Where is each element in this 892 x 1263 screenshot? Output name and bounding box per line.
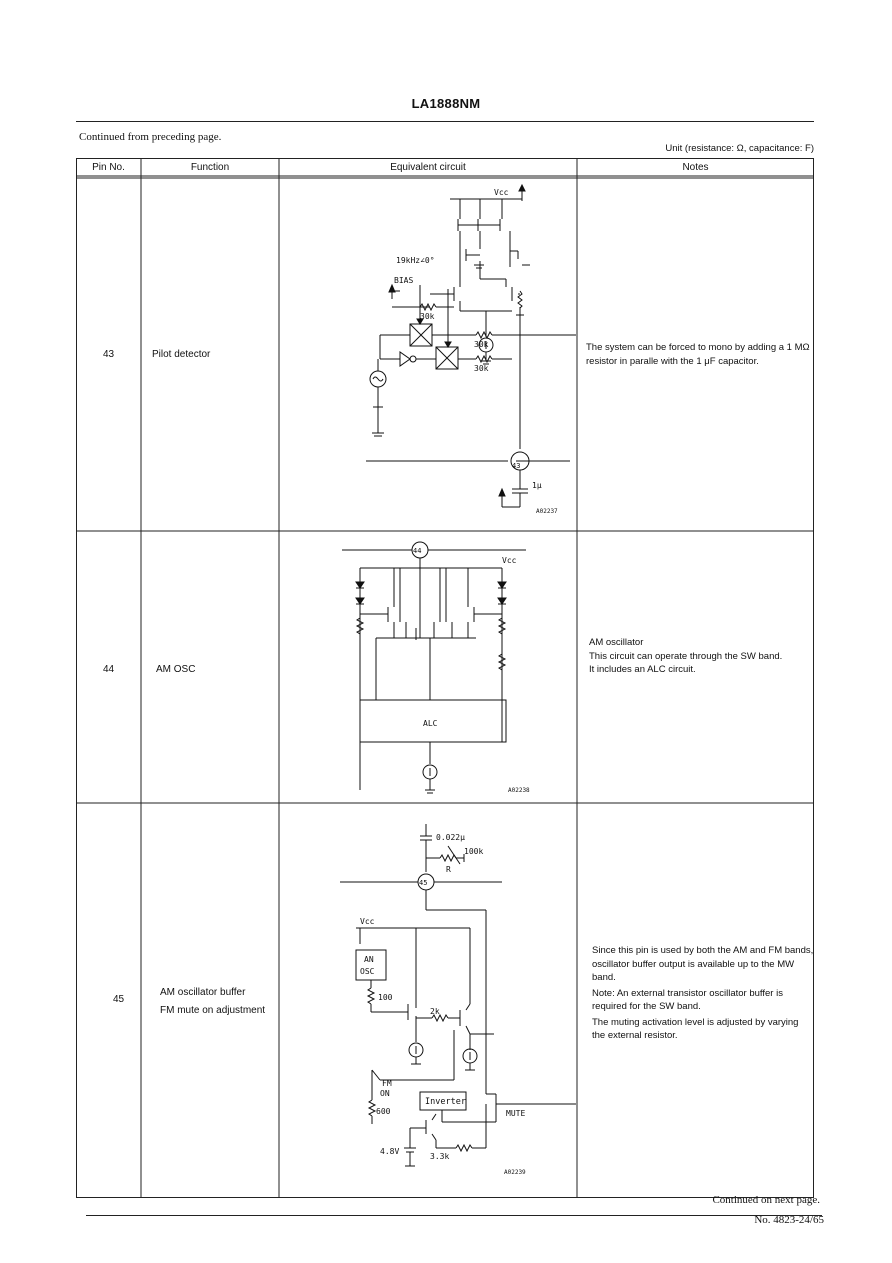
label-vcc: Vcc bbox=[502, 556, 517, 565]
col-header-circuit: Equivalent circuit bbox=[390, 162, 466, 173]
pin-notes: The system can be forced to mono by addi… bbox=[586, 341, 811, 368]
figure-code: A02239 bbox=[504, 1169, 526, 1176]
continued-next-text: Continued on next page. bbox=[712, 1194, 820, 1206]
label-30k: 30k bbox=[420, 312, 435, 321]
pin-label: 45 bbox=[419, 879, 427, 887]
continued-from-text: Continued from preceding page. bbox=[79, 131, 222, 143]
circuit-diagram-am-osc-buffer: 0.022μ 100k R Vcc AN OSC 100 2k FM ON In… bbox=[340, 824, 576, 1176]
header-rule bbox=[76, 121, 814, 122]
pin-function: AM oscillator buffer FM mute on adjustme… bbox=[160, 984, 265, 1020]
circuit-diagram-am-osc: Vcc ALC 44 A02238 bbox=[342, 541, 530, 794]
label-4v8: 4.8V bbox=[380, 1147, 399, 1156]
label-alc: ALC bbox=[423, 719, 438, 728]
label-vcc: Vcc bbox=[360, 917, 375, 926]
col-header-notes: Notes bbox=[682, 162, 709, 173]
unit-note: Unit (resistance: Ω, capacitance: F) bbox=[665, 143, 814, 154]
label-osc: OSC bbox=[360, 967, 375, 976]
note-line: This circuit can operate through the SW … bbox=[589, 650, 783, 662]
note-line: The system can be forced to mono by addi… bbox=[586, 342, 810, 367]
function-line: AM oscillator buffer bbox=[160, 987, 246, 998]
pin-number: 44 bbox=[102, 664, 115, 675]
label-vcc: Vcc bbox=[494, 188, 509, 197]
label-cap-1u: 1μ bbox=[532, 481, 542, 490]
circuit-diagram-pilot-detector: Vcc 19kHz∠0° BIAS 30k 30k 30k 1μ 43 A022… bbox=[366, 183, 576, 515]
label-cap-0022u: 0.022μ bbox=[436, 833, 465, 842]
label-bias: BIAS bbox=[394, 276, 413, 285]
note-line: It includes an ALC circuit. bbox=[589, 664, 696, 675]
pin-notes: Since this pin is used by both the AM an… bbox=[592, 944, 814, 1043]
label-an: AN bbox=[364, 955, 374, 964]
label-fm: FM bbox=[382, 1079, 392, 1088]
pin-function: AM OSC bbox=[156, 664, 196, 675]
pin-number: 45 bbox=[112, 994, 125, 1005]
pin-label: 44 bbox=[413, 547, 421, 555]
label-inverter: Inverter bbox=[425, 1097, 466, 1107]
label-19khz: 19kHz∠0° bbox=[396, 256, 435, 265]
note-line: AM oscillator bbox=[589, 637, 644, 648]
pin-label: 43 bbox=[512, 462, 520, 470]
pin-table: Pin No. Function Equivalent circuit Note… bbox=[76, 158, 814, 1198]
label-2k: 2k bbox=[430, 1007, 440, 1016]
footer-rule bbox=[86, 1215, 822, 1216]
page-title: LA1888NM bbox=[411, 96, 481, 111]
label-100k: 100k bbox=[464, 847, 483, 856]
document-number: No. 4823-24/65 bbox=[754, 1214, 824, 1226]
label-on: ON bbox=[380, 1089, 390, 1098]
note-line: Since this pin is used by both the AM an… bbox=[592, 945, 814, 983]
figure-code: A02237 bbox=[536, 508, 558, 515]
label-r: R bbox=[446, 865, 451, 874]
col-header-pin: Pin No. bbox=[92, 162, 125, 173]
pin-number: 43 bbox=[102, 349, 115, 360]
label-30k: 30k bbox=[474, 364, 489, 373]
pin-function: Pilot detector bbox=[152, 349, 211, 360]
col-header-function: Function bbox=[190, 162, 230, 173]
label-mute: MUTE bbox=[506, 1109, 525, 1118]
label-3k3: 3.3k bbox=[430, 1152, 449, 1161]
label-600: 600 bbox=[376, 1107, 391, 1116]
label-100: 100 bbox=[378, 993, 393, 1002]
note-line: The muting activation level is adjusted … bbox=[592, 1016, 799, 1042]
table-grid bbox=[76, 158, 814, 1198]
label-30k: 30k bbox=[474, 340, 489, 349]
figure-code: A02238 bbox=[508, 787, 530, 794]
function-line: FM mute on adjustment bbox=[160, 1005, 266, 1016]
note-line: Note: An external transistor oscillator … bbox=[592, 987, 783, 1013]
pin-notes: AM oscillator This circuit can operate t… bbox=[589, 636, 814, 677]
